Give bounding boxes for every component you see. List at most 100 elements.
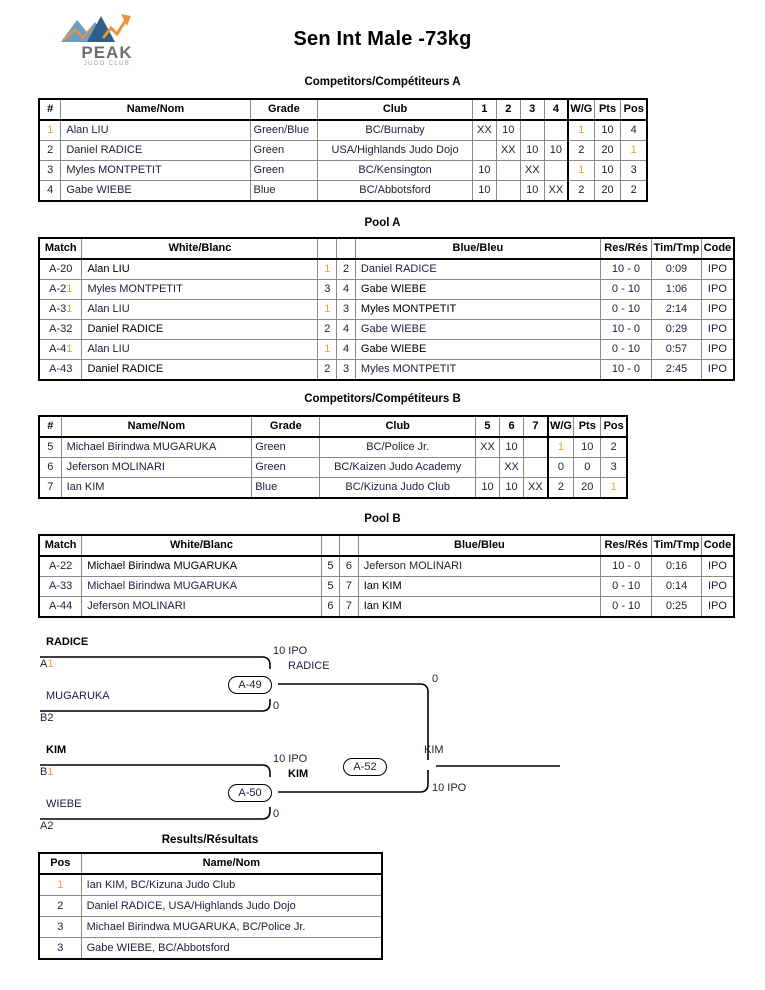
cell-result-3: 10 [519, 180, 545, 202]
cell-number: 7 [38, 477, 62, 499]
cell-result-3 [523, 457, 549, 478]
cell-pts: 10 [593, 119, 622, 141]
col-name: Name/Nom [60, 415, 253, 438]
bracket-match-badge-a50[interactable]: A-50 [228, 784, 272, 802]
cell-result-2 [495, 180, 521, 202]
cell-white-name: Daniel RADICE [81, 319, 319, 340]
bracket-top-seed-semi1: A1 [40, 658, 53, 670]
col-opp-4: 4 [543, 98, 569, 121]
col-result: Res/Rés [599, 237, 653, 260]
cell-time: 0:09 [651, 258, 702, 280]
cell-result-2: 10 [499, 477, 525, 499]
page-title: Sen Int Male -73kg [293, 28, 472, 50]
bracket-bottom-score-semi2: 0 [273, 808, 280, 820]
competitors-a-table: # Name/Nom Grade Club 1 2 3 4 W/G Pts Po… [38, 98, 648, 202]
pool-a-table: Match White/Blanc Blue/Bleu Res/Rés Tim/… [38, 237, 735, 381]
section-title-competitors-b: Competitors/Compétiteurs B [304, 393, 461, 405]
col-white-seed [320, 534, 341, 557]
cell-grade: Blue [251, 477, 321, 499]
cell-white-name: Alan LIU [81, 339, 319, 360]
cell-name: Ian KIM, BC/Kizuna Judo Club [80, 873, 383, 896]
cell-name: Jeferson MOLINARI [60, 457, 253, 478]
col-white: White/Blanc [81, 534, 322, 557]
cell-white-name: Alan LIU [81, 299, 319, 320]
bracket-champion: KIM [424, 744, 444, 756]
table-header-row: Pos Name/Nom [38, 852, 383, 875]
cell-club: USA/Highlands Judo Dojo [317, 140, 473, 161]
cell-time: 2:14 [651, 299, 702, 320]
cell-blue-name: Gabe WIEBE [354, 339, 601, 360]
cell-club: BC/Kaizen Judo Academy [319, 457, 476, 478]
col-opp-6: 6 [499, 415, 525, 438]
col-time: Tim/Tmp [651, 237, 702, 260]
col-blue: Blue/Bleu [354, 237, 601, 260]
seed-digit: 1 [47, 766, 54, 778]
cell-result-1: 10 [471, 160, 497, 181]
cell-time: 2:45 [651, 359, 702, 381]
cell-result: 0 - 10 [599, 279, 653, 300]
cell-club: BC/Burnaby [317, 119, 473, 141]
cell-wg: 1 [567, 160, 595, 181]
cell-blue-name: Daniel RADICE [354, 258, 601, 280]
cell-result: 10 - 0 [600, 555, 653, 577]
cell-white-name: Jeferson MOLINARI [81, 596, 322, 618]
cell-result-3: 10 [519, 140, 545, 161]
cell-white-seed: 5 [320, 576, 341, 597]
cell-pos: 3 [600, 457, 628, 478]
cell-code: IPO [700, 596, 735, 618]
cell-white-name: Michael Birindwa MUGARUKA [81, 555, 322, 577]
col-pts: Pts [573, 415, 602, 438]
cell-wg: 2 [546, 477, 575, 499]
seed-prefix: A [40, 658, 48, 670]
cell-number: 1 [38, 119, 62, 141]
cell-result-1 [474, 457, 501, 478]
table-header-row: Match White/Blanc Blue/Bleu Res/Rés Tim/… [38, 534, 735, 557]
cell-pos: 1 [620, 140, 648, 161]
cell-pos: 2 [38, 895, 82, 917]
cell-white-seed: 6 [320, 596, 341, 618]
cell-result-4 [543, 119, 569, 141]
cell-match: A-22 [38, 555, 83, 577]
col-time: Tim/Tmp [651, 534, 702, 557]
cell-blue-seed: 4 [336, 319, 356, 340]
cell-pos: 3 [38, 937, 82, 960]
cell-club: BC/Kensington [317, 160, 473, 181]
col-wg: W/G [567, 98, 595, 121]
cell-result: 0 - 10 [599, 299, 653, 320]
svg-text:PEAK: PEAK [81, 43, 132, 62]
col-club: Club [317, 98, 473, 121]
col-blue: Blue/Bleu [357, 534, 602, 557]
col-pts: Pts [593, 98, 622, 121]
cell-time: 0:16 [651, 555, 702, 577]
cell-result-3 [519, 119, 545, 141]
seed-digit: 1 [47, 658, 54, 670]
cell-blue-seed: 2 [336, 258, 356, 280]
elimination-bracket: RADICE A1 MUGARUKA B2 10 IPO 0 A-49 RADI… [0, 620, 765, 835]
cell-name: Michael Birindwa MUGARUKA, BC/Police Jr. [80, 916, 383, 938]
cell-white-seed: 1 [317, 258, 338, 280]
cell-name: Daniel RADICE, USA/Highlands Judo Dojo [80, 895, 383, 917]
section-title-results: Results/Résultats [161, 834, 259, 846]
cell-blue-seed: 4 [336, 339, 356, 360]
cell-result: 0 - 10 [599, 339, 653, 360]
bracket-match-badge-a52[interactable]: A-52 [343, 758, 387, 776]
cell-time: 0:14 [651, 576, 702, 597]
bracket-top-score-semi2: 10 IPO [273, 753, 308, 765]
bracket-bottom-name-semi2: WIEBE [46, 798, 82, 810]
cell-blue-name: Ian KIM [357, 596, 602, 618]
bracket-match-badge-a49[interactable]: A-49 [228, 676, 272, 694]
col-white-seed [317, 237, 338, 260]
cell-pts: 20 [573, 477, 602, 499]
cell-result-1 [471, 140, 497, 161]
col-opp-2: 2 [495, 98, 521, 121]
